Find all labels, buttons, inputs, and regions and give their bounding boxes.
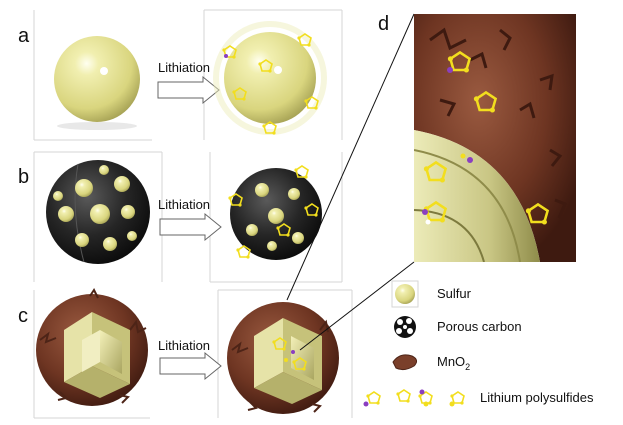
- legend-label-polysulfides: Lithium polysulfides: [480, 390, 594, 405]
- polysulfides-legend-icons: [363, 389, 465, 407]
- lithiated-carbon-sphere-b: [227, 165, 322, 260]
- legend-label-mno2: MnO2: [437, 354, 470, 372]
- panel-letter-a: a: [18, 25, 30, 47]
- lithiation-arrow-c: [159, 351, 222, 381]
- arrow-label-a: Lithiation: [158, 60, 210, 75]
- zoom-detail-d: [414, 14, 576, 262]
- arrow-label-b: Lithiation: [158, 197, 210, 212]
- lithiation-arrow-a: [157, 75, 220, 105]
- legend-label-sulfur: Sulfur: [437, 286, 472, 301]
- arrow-label-c: Lithiation: [158, 338, 210, 353]
- sulfur-sphere-a: [54, 36, 140, 130]
- mno2-legend-icon: [392, 354, 418, 371]
- lithiation-arrow-b: [159, 212, 222, 242]
- mno2-coated-sphere-c: [36, 288, 148, 406]
- panel-letter-d: d: [378, 13, 389, 35]
- legend-label-porous-carbon: Porous carbon: [437, 319, 522, 334]
- panel-frames: [33, 9, 353, 419]
- panel-letter-c: c: [18, 305, 28, 327]
- lithiated-mno2-sphere-c: [227, 302, 339, 414]
- legend: Sulfur Porous carbon MnO2 Lithium polysu…: [363, 280, 594, 407]
- panel-letter-b: b: [18, 166, 29, 188]
- zoom-lines: [286, 13, 415, 351]
- porous-carbon-legend-icon: [394, 316, 416, 338]
- porous-carbon-sphere-b: [46, 160, 150, 264]
- lithiated-sulfur-sphere-a: [213, 21, 327, 136]
- sulfur-legend-icon: [395, 284, 415, 304]
